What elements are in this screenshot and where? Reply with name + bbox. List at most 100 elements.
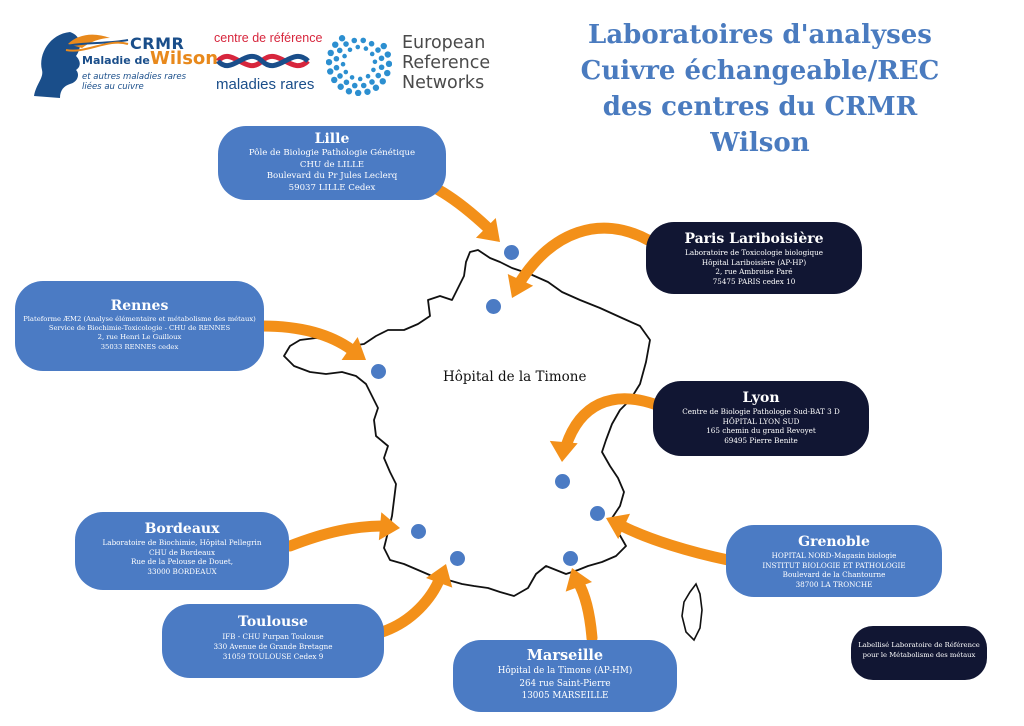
centre-reference-bottom-text: maladies rares [216,76,315,93]
lab-name-marseille: Marseille [526,647,604,664]
location-dot-toulouse [450,551,465,566]
page-title: Laboratoires d'analyses Cuivre échangeab… [560,17,960,161]
ern-dot [351,37,358,44]
ern-line2: Reference [402,53,491,73]
ern-dot [360,37,367,44]
lab-box-bordeaux: Bordeaux Laboratoire de Biochimie, Hôpit… [75,512,289,590]
ern-dot [331,76,338,84]
ern-dot [378,55,385,62]
lab-box-toulouse: Toulouse IFB - CHU Purpan Toulouse 330 A… [162,604,384,678]
ern-dot [355,44,361,50]
lab-name-rennes: Rennes [110,298,169,314]
lab-line: CHU de LILLE [299,159,365,170]
ern-line1: European [402,33,486,53]
location-dot-paris [486,299,501,314]
dna-helix-icon [216,53,310,69]
lab-name-lyon: Lyon [742,390,780,406]
lab-line: Rue de la Pelouse de Douet, [130,557,234,567]
ern-dot [369,51,375,57]
lab-line: HOPITAL NORD-Magasin biologie [771,551,897,560]
ern-dots-icon [326,35,392,96]
france-outline [283,249,651,597]
lab-box-lyon: Lyon Centre de Biologie Pathologie Sud-B… [653,381,869,456]
arrow-grenoble-head [606,513,631,540]
lab-line: Boulevard du Pr Jules Leclerq [266,171,398,181]
ern-dot [360,82,367,89]
ern-dot [336,47,343,54]
map-label-timone: Hôpital de la Timone [443,369,587,385]
ern-dot [384,69,391,77]
ern-dot [364,88,371,95]
ern-dot [333,64,340,71]
lab-line: 264 rue Saint-Pierre [519,678,611,689]
lab-line: 330 Avenue de Grande Bretagne [213,641,333,651]
lab-line: 38700 LA TRONCHE [795,579,873,589]
location-dot-grenoble [590,506,605,521]
lab-line: IFB - CHU Purpan Toulouse [222,632,324,641]
ern-dot [363,46,369,51]
arrow-marseille-head [565,568,592,592]
lab-line: 59037 LILLE Cedex [288,182,376,193]
arrow-marseille [572,576,598,644]
lab-line: 75475 PARIS cedex 10 [712,276,796,286]
centre-reference-top-text: centre de référence [214,31,323,45]
lab-line: 33000 BORDEAUX [147,566,217,576]
title-line1: Laboratoires d'analyses [588,20,932,50]
ern-dot [351,82,358,89]
lab-box-grenoble: Grenoble HOPITAL NORD-Magasin biologie I… [726,525,942,597]
ern-dot [343,79,350,86]
ern-dot [327,49,334,57]
arrow-rennes-head [341,337,366,360]
location-dot-marseille [563,551,578,566]
lab-name-lille: Lille [314,131,350,147]
location-dot-rennes [371,364,386,379]
ern-dot [347,47,353,53]
crmr-maladie-de: Maladie de [82,54,150,67]
lab-line: HÔPITAL LYON SUD [722,416,800,426]
arrow-paris-head [507,273,534,298]
lab-name-paris: Paris Lariboisière [684,231,824,247]
ern-dot [332,41,339,48]
lab-box-lille: Lille Pôle de Biologie Pathologie Généti… [218,126,446,200]
ern-dot [365,73,371,79]
lab-line: 165 chemin du grand Revoyet [706,426,816,436]
lab-box-rennes: Rennes Plateforme ÆM2 (Analyse élémentai… [15,281,264,371]
ern-dot [357,76,363,82]
lab-line: 31059 TOULOUSE Cedex 9 [222,651,324,661]
ern-dot [371,67,376,73]
lab-line: Pôle de Biologie Pathologie Génétique [248,148,416,158]
ern-dot [343,69,349,75]
arrow-rennes [256,320,358,356]
legend-line1: Labellisé Laboratoire de Référence [858,641,980,649]
location-dot-lille [504,245,519,260]
crmr-subtitle-line1: et autres maladies rares [82,72,187,82]
ern-dot [380,42,387,50]
ern-dot [354,89,362,96]
corsica-outline [681,582,703,642]
lab-name-grenoble: Grenoble [798,534,870,550]
lab-line: Hôpital de la Timone (AP-HM) [497,666,633,676]
lab-line: CHU de Bordeaux [148,547,216,557]
lab-box-marseille: Marseille Hôpital de la Timone (AP-HM) 2… [453,640,677,712]
location-dot-bordeaux [411,524,426,539]
crmr-acronym: CRMR [130,34,185,53]
title-line2: Cuivre échangeable/REC [580,56,940,86]
location-dot-lyon [555,474,570,489]
lab-line: 69495 Pierre Benite [724,435,798,445]
legend-box: Labellisé Laboratoire de Référence pour … [851,626,987,680]
ern-dot [327,68,334,75]
crmr-wilson-text: Wilson [150,48,219,69]
ern-dot [326,58,333,66]
arrow-grenoble [616,520,734,566]
lab-line: Boulevard de la Chantourne [782,570,886,580]
ern-dot [349,75,355,80]
lab-line: Service de Biochimie-Toxicologie - CHU d… [48,324,231,333]
ern-dot [369,79,375,85]
ern-dot [343,41,349,47]
arrow-toulouse [376,572,446,638]
ern-dot [375,47,381,53]
title-line3: des centres du CRMR Wilson [602,92,918,158]
lab-name-bordeaux: Bordeaux [144,521,220,537]
ern-dot [372,59,378,65]
lab-line: Laboratoire de Toxicologie biologique [685,248,823,257]
